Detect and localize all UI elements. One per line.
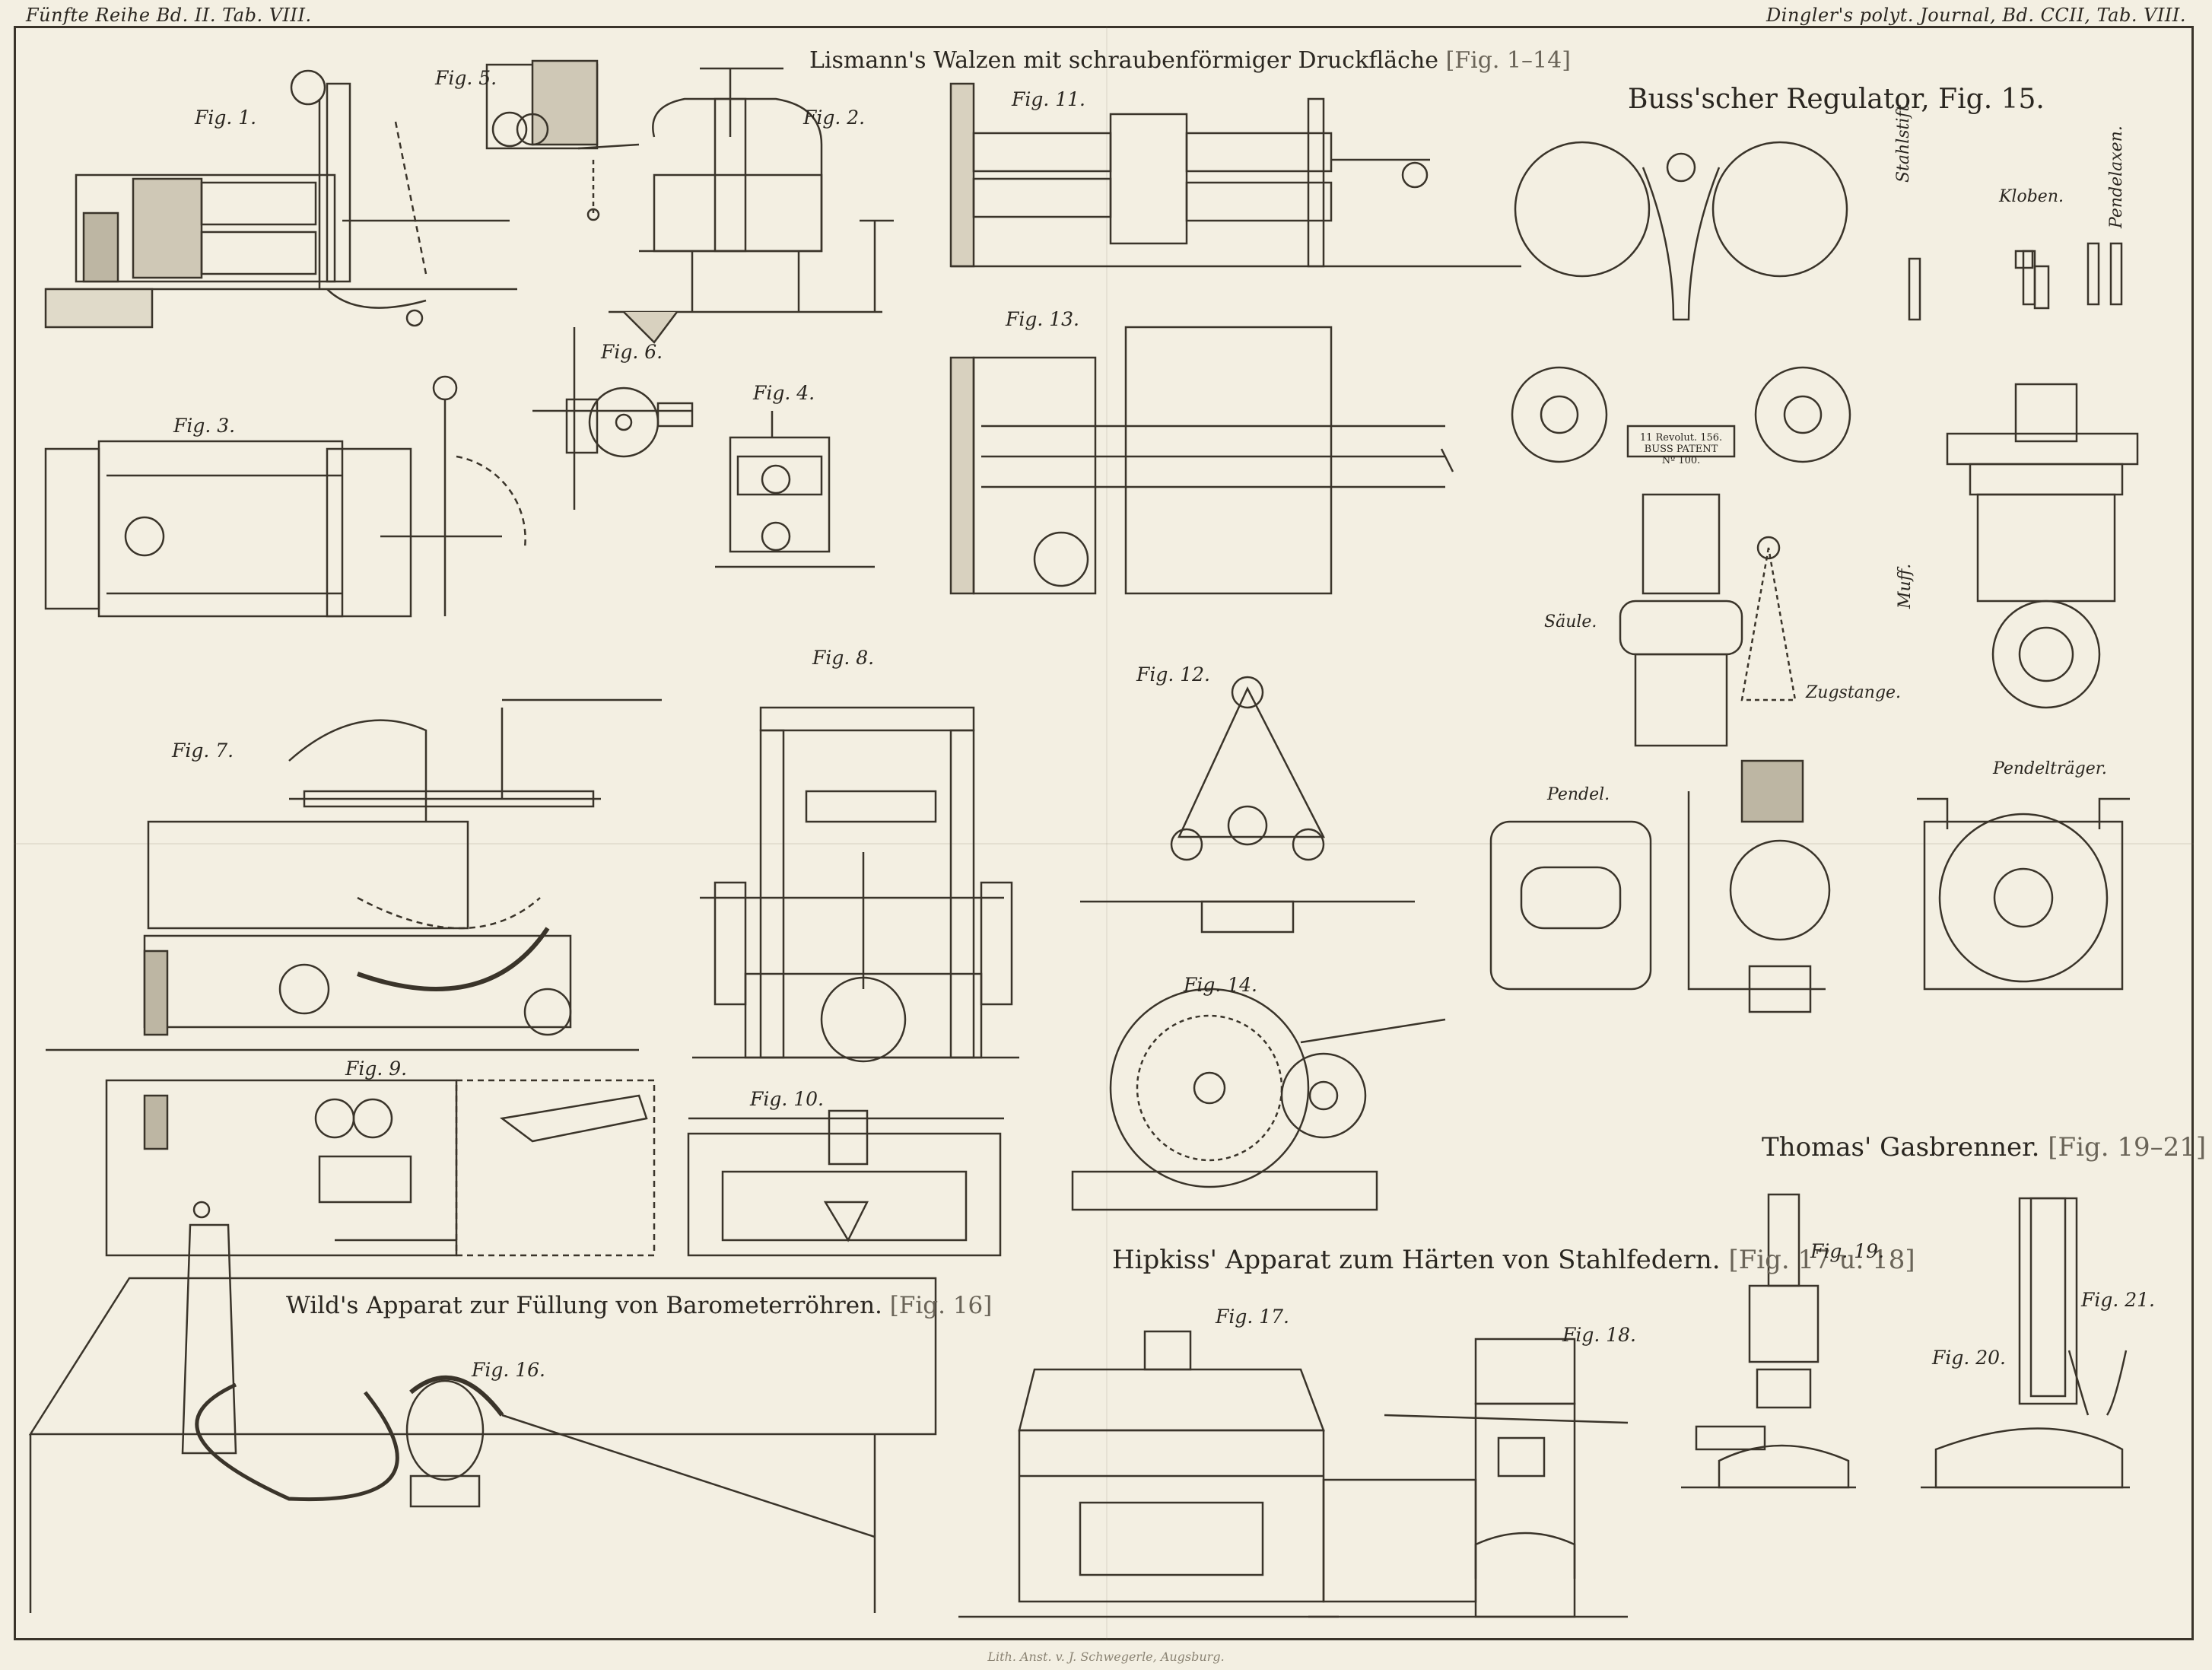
wild-title-ref: [Fig. 16] bbox=[889, 1292, 993, 1319]
thomas-title-text: Thomas' Gasbrenner. bbox=[1762, 1132, 2040, 1163]
regulator-parts-drawing bbox=[1908, 242, 2139, 709]
fig-label-18: Fig. 18. bbox=[1562, 1324, 1636, 1346]
fig-label-13: Fig. 13. bbox=[1006, 308, 1079, 330]
fig6-gear-wheel-drawing bbox=[532, 327, 694, 510]
fig-label-12: Fig. 12. bbox=[1136, 663, 1210, 685]
wild-title-text: Wild's Apparat zur Füllung von Barometer… bbox=[286, 1292, 882, 1319]
label-pendeltraeger: Pendelträger. bbox=[1993, 759, 2107, 778]
thomas-title: Thomas' Gasbrenner. [Fig. 19–21] bbox=[1762, 1132, 2206, 1163]
fig-label-2: Fig. 2. bbox=[803, 107, 866, 129]
fig20-21-burner-section-drawing bbox=[1921, 1197, 2130, 1489]
fold-line-horizontal bbox=[14, 843, 2194, 845]
label-muff: Muff. bbox=[1896, 563, 1915, 609]
fig5-detail-drawing bbox=[485, 59, 640, 221]
fig11-gear-train-drawing bbox=[949, 82, 1521, 268]
buss-title: Buss'scher Regulator, Fig. 15. bbox=[1628, 84, 2045, 115]
fig8-press-frame-drawing bbox=[692, 706, 1019, 1063]
fig12-triangle-roller-drawing bbox=[1080, 676, 1415, 934]
fig7-machine-drawing bbox=[46, 698, 662, 1051]
fig-label-5: Fig. 5. bbox=[435, 67, 497, 89]
fig-label-17: Fig. 17. bbox=[1216, 1306, 1289, 1328]
lismann-title-ref: [Fig. 1–14] bbox=[1445, 47, 1571, 74]
fig-label-9: Fig. 9. bbox=[345, 1058, 408, 1080]
fig9-machine-detail-drawing bbox=[105, 1079, 656, 1257]
nameplate-line-3: Nº 100. bbox=[1661, 455, 1701, 466]
fig-label-6: Fig. 6. bbox=[601, 341, 663, 363]
fold-line-vertical bbox=[1106, 26, 1108, 1640]
fig2-press-drawing bbox=[609, 67, 894, 344]
fig10-stand-drawing bbox=[687, 1109, 1004, 1257]
fig-label-7: Fig. 7. bbox=[172, 740, 234, 762]
label-kloben: Kloben. bbox=[1999, 187, 2064, 206]
wild-title: Wild's Apparat zur Füllung von Barometer… bbox=[286, 1292, 992, 1319]
lismann-title: Lismann's Walzen mit schraubenförmiger D… bbox=[809, 47, 1571, 74]
journal-header: Dingler's polyt. Journal, Bd. CCII, Tab.… bbox=[1766, 5, 2186, 26]
fig18-furnace-drawing bbox=[1308, 1338, 1629, 1618]
fig-label-19: Fig. 19. bbox=[1810, 1240, 1884, 1262]
lismann-title-text: Lismann's Walzen mit schraubenförmiger D… bbox=[809, 47, 1439, 74]
fig17-furnace-drawing bbox=[958, 1330, 1339, 1618]
label-zugstange: Zugstange. bbox=[1806, 683, 1902, 702]
thomas-title-ref: [Fig. 19–21] bbox=[2048, 1132, 2207, 1163]
fig-label-10: Fig. 10. bbox=[750, 1088, 824, 1110]
fig19-gas-burner-drawing bbox=[1681, 1193, 1856, 1489]
plate-series-header: Fünfte Reihe Bd. II. Tab. VIII. bbox=[26, 5, 312, 26]
label-stahlstift: Stahlstift. bbox=[1894, 99, 1913, 183]
pendel-drawing bbox=[1489, 759, 1831, 1013]
fig-label-1: Fig. 1. bbox=[195, 107, 257, 129]
fig4-stand-drawing bbox=[715, 411, 875, 568]
fig-label-16: Fig. 16. bbox=[472, 1359, 545, 1381]
pendeltraeger-drawing bbox=[1917, 797, 2130, 991]
hipkiss-title: Hipkiss' Apparat zum Härten von Stahlfed… bbox=[1112, 1245, 1915, 1275]
fig-label-11: Fig. 11. bbox=[1012, 88, 1085, 110]
regulator-nameplate: 11 Revolut. 156. BUSS PATENT Nº 100. bbox=[1628, 432, 1734, 466]
fig3-plan-view-drawing bbox=[44, 375, 526, 618]
fig1-rolling-mill-drawing bbox=[44, 69, 517, 329]
fig-label-4: Fig. 4. bbox=[753, 382, 815, 404]
fig15-regulator-drawing bbox=[1511, 141, 1851, 747]
hipkiss-title-ref: [Fig. 17 u. 18] bbox=[1728, 1245, 1915, 1275]
lithographer-imprint: Lith. Anst. v. J. Schwegerle, Augsburg. bbox=[987, 1649, 1225, 1664]
plate-border bbox=[14, 26, 2194, 1640]
hipkiss-title-text: Hipkiss' Apparat zum Härten von Stahlfed… bbox=[1112, 1245, 1721, 1275]
fig-label-3: Fig. 3. bbox=[173, 415, 236, 437]
fig-label-8: Fig. 8. bbox=[812, 647, 875, 669]
label-saeule: Säule. bbox=[1544, 612, 1597, 631]
fig-label-21: Fig. 21. bbox=[2081, 1289, 2155, 1311]
nameplate-line-1: 11 Revolut. 156. bbox=[1639, 432, 1723, 444]
fig-label-20: Fig. 20. bbox=[1932, 1347, 2006, 1369]
fig-label-14: Fig. 14. bbox=[1184, 974, 1257, 996]
label-pendelaxen: Pendelaxen. bbox=[2107, 126, 2126, 228]
fig16-barometer-apparatus-drawing bbox=[28, 1201, 937, 1613]
label-pendel: Pendel. bbox=[1547, 785, 1610, 804]
fig13-plan-gearbox-drawing bbox=[949, 326, 1454, 595]
nameplate-line-2: BUSS PATENT bbox=[1644, 444, 1718, 455]
fig14-gear-drawing bbox=[1071, 988, 1446, 1211]
